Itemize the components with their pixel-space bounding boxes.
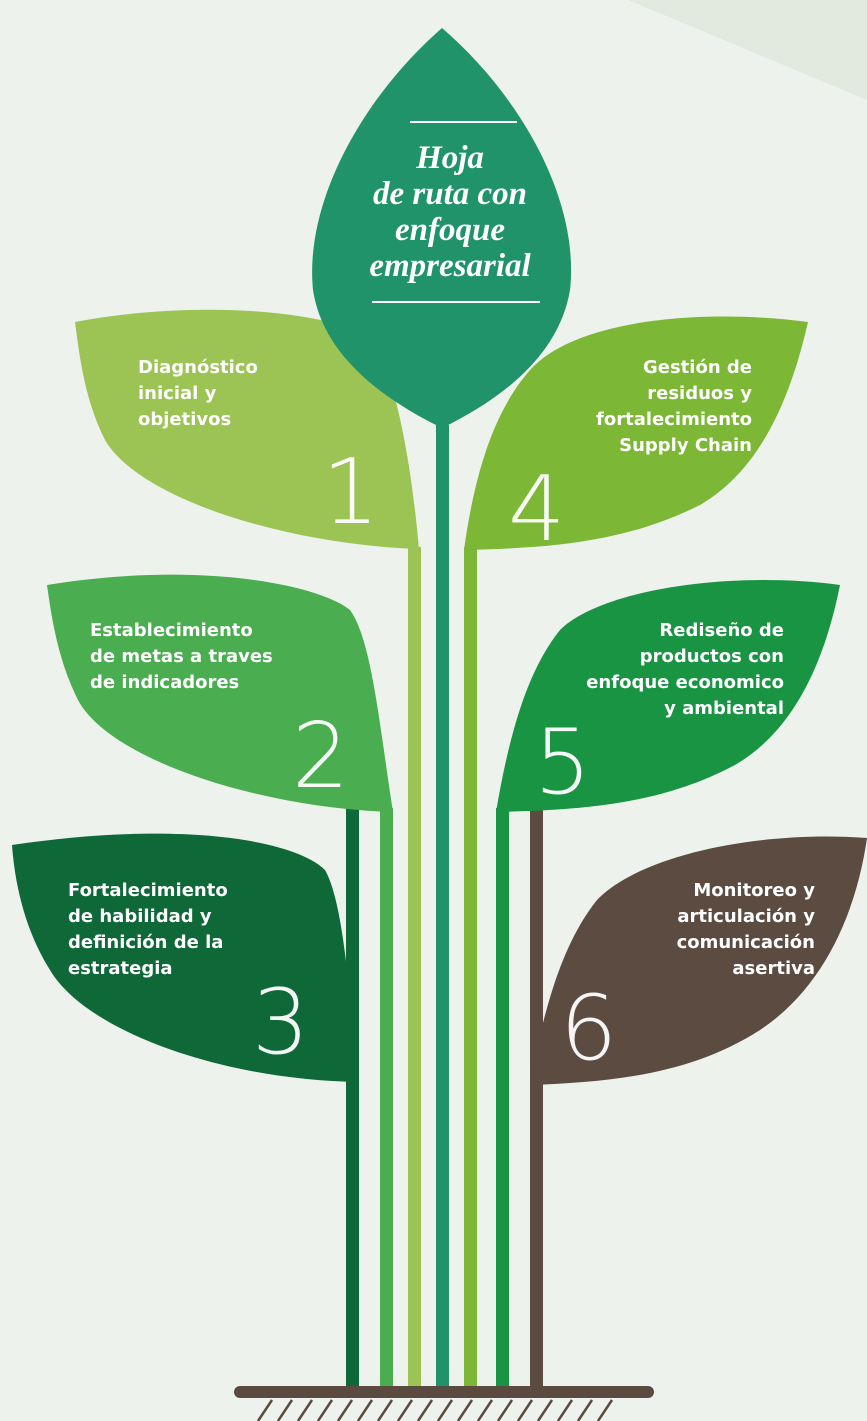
leaf-3 xyxy=(12,833,359,1082)
stem-2 xyxy=(380,808,393,1392)
hatch-mark xyxy=(596,1399,614,1421)
step-4-label: Gestión de residuos y fortalecimiento Su… xyxy=(596,357,752,456)
step-2-label: Establecimiento de metas a traves de ind… xyxy=(90,620,273,693)
hatch-mark xyxy=(476,1399,494,1421)
hatch-mark xyxy=(436,1399,454,1421)
hatch-mark xyxy=(296,1399,314,1421)
step-3-number: 3 xyxy=(252,970,310,1075)
hatch-mark xyxy=(416,1399,434,1421)
hatch-mark xyxy=(556,1399,574,1421)
ground-hatching xyxy=(256,1399,614,1421)
hatch-mark xyxy=(316,1399,334,1421)
step-5-number: 5 xyxy=(534,710,592,815)
step-1-number: 1 xyxy=(322,440,380,545)
leaf-4 xyxy=(464,316,808,550)
step-2-number: 2 xyxy=(292,704,350,809)
leaf-2 xyxy=(47,574,393,812)
leaf-5 xyxy=(496,580,840,812)
hatch-mark xyxy=(576,1399,594,1421)
step-4-number: 4 xyxy=(508,457,566,562)
hatch-mark xyxy=(536,1399,554,1421)
step-6-number: 6 xyxy=(560,976,618,1081)
leaf-1 xyxy=(75,309,419,549)
stem-1 xyxy=(408,547,421,1392)
step-1-label: Diagnóstico inicial y objetivos xyxy=(138,357,258,430)
step-3-label: Fortalecimiento de habilidad y definició… xyxy=(68,880,228,979)
hatch-mark xyxy=(456,1399,474,1421)
hatch-mark xyxy=(256,1399,274,1421)
stem-4 xyxy=(464,547,477,1392)
title-leaf xyxy=(312,28,572,428)
hatch-mark xyxy=(356,1399,374,1421)
hatch-mark xyxy=(376,1399,394,1421)
hatch-mark xyxy=(516,1399,534,1421)
hatch-mark xyxy=(336,1399,354,1421)
stem-5 xyxy=(496,808,509,1392)
hatch-mark xyxy=(276,1399,294,1421)
hatch-mark xyxy=(396,1399,414,1421)
stem-center xyxy=(436,425,449,1392)
hatch-mark xyxy=(496,1399,514,1421)
corner-decoration xyxy=(628,0,867,100)
step-6-label: Monitoreo y articulación y comunicación … xyxy=(676,880,815,979)
step-5-label: Rediseño de productos con enfoque econom… xyxy=(586,620,784,719)
ground-bar xyxy=(234,1386,654,1398)
leaf-6 xyxy=(530,836,867,1085)
title: Hoja de ruta con enfoque empresarial xyxy=(369,140,531,284)
